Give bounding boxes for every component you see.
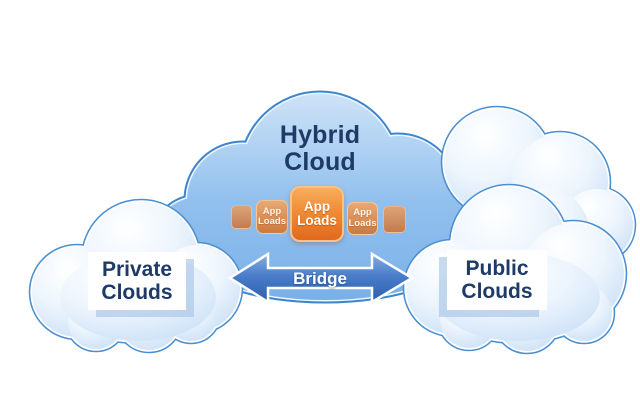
app-loads-box-left: App Loads [256,200,288,234]
public-clouds-label: Public Clouds [447,250,547,310]
app-load-square-far-right [383,206,406,233]
hybrid-cloud-title-line2: Cloud [284,148,356,176]
app-loads-left-line2: Loads [258,216,286,227]
private-clouds-label: Private Clouds [88,252,186,310]
hybrid-cloud-title: Hybrid Cloud [240,122,400,176]
hybrid-cloud-title-line1: Hybrid [279,121,361,149]
app-load-square-far-left [231,205,252,229]
app-loads-right-line2: Loads [348,217,377,229]
bridge-label: Bridge [293,269,347,288]
private-clouds-label-line1: Private [101,258,173,281]
app-loads-center-line2: Loads [297,213,337,228]
app-loads-left-line1: App [262,205,282,217]
app-loads-box-center: App Loads [290,186,344,242]
app-loads-box-right: App Loads [347,202,378,235]
app-loads-center-line1: App [303,198,331,214]
public-clouds-label-line1: Public [465,257,529,280]
app-loads-right-line1: App [353,207,372,218]
private-clouds-label-line2: Clouds [101,281,173,304]
public-clouds-label-line2: Clouds [461,280,533,303]
bridge-arrow [227,251,415,305]
